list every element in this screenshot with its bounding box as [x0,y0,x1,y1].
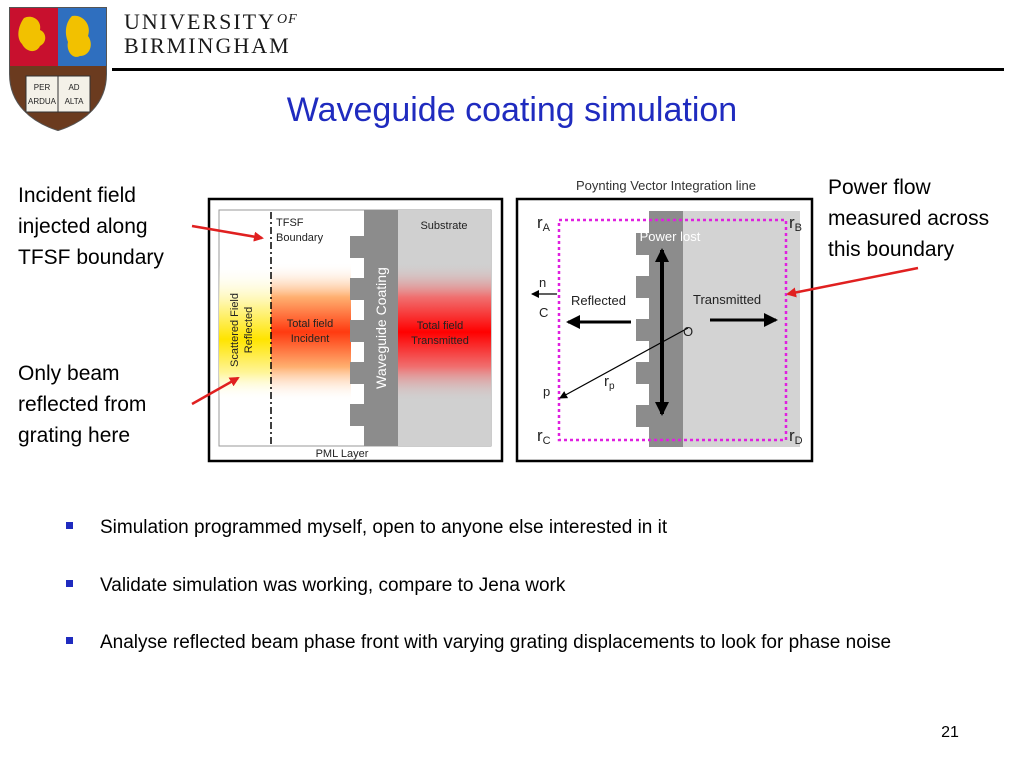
bullet-square-icon [66,637,73,644]
label-n: n [539,275,546,290]
crest-book-text-per: PER [34,83,51,92]
power-lost-label: Power lost [640,229,701,244]
label-rp: rp [604,373,615,392]
poynting-title: Poynting Vector Integration line [576,178,756,193]
note-power-flow: Power flow measured across this boundary [828,176,990,261]
note-only-beam: Only beam reflected from grating here [18,362,147,447]
label-c: C [539,305,548,320]
right-substrate-region [683,211,800,447]
total-field-incident-label-2: Incident [291,333,330,345]
only-beam-pointer-arrow [191,376,240,406]
total-field-transmitted-label-2: Transmitted [411,335,469,347]
university-name-line1: UNIVERSITYOF [124,10,298,38]
crest-book-text-ardua: ARDUA [28,97,57,106]
note-incident-field: Incident field injected along TFSF bound… [18,184,164,269]
university-crest-logo: PER AD ARDUA ALTA [9,7,107,132]
label-rC: rC [537,426,551,447]
tfsf-label-1: TFSF [276,217,304,229]
total-field-incident-region [271,262,351,402]
integration-line [557,218,788,442]
transmitted-label: Transmitted [693,292,761,307]
bullet-text: Simulation programmed myself, open to an… [100,517,668,538]
university-word: UNIVERSITY [124,9,276,34]
page-number: 21 [941,724,959,741]
header-divider [112,68,1004,71]
label-rB: rB [789,213,802,234]
label-rA: rA [537,213,551,234]
tfsf-label-2: Boundary [276,232,324,244]
label-p: p [543,384,550,399]
bullet-item: Analyse reflected beam phase front with … [66,632,946,654]
total-field-transmitted-label-1: Total field [417,320,463,332]
scattered-field-label-1: Scattered Field [229,293,241,367]
university-of: OF [277,12,298,27]
scattered-field-region [219,265,271,400]
pml-layer-label: PML Layer [316,448,369,460]
label-rD: rD [789,426,803,447]
right-grating [636,211,683,447]
reflected-label: Reflected [571,293,626,308]
left-figure-tfsf: TFSF Boundary Substrate Scattered Field … [207,197,504,463]
crest-book-text-ad: AD [68,83,79,92]
scattered-field-label-2: Reflected [243,307,255,353]
total-field-transmitted-region [398,262,491,402]
bullet-square-icon [66,580,73,587]
university-name-line2: BIRMINGHAM [124,33,291,58]
waveguide-coating-label: Waveguide Coating [373,267,389,389]
total-field-incident-label-1: Total field [287,318,333,330]
crest-book-text-alta: ALTA [65,97,84,106]
right-figure-poynting: Poynting Vector Integration line Power l… [515,178,814,463]
rp-vector-arrow [559,327,689,399]
bullet-text: Validate simulation was working, compare… [100,575,566,596]
bullet-item: Validate simulation was working, compare… [66,575,946,597]
power-flow-pointer-arrow [786,266,919,298]
substrate-label: Substrate [420,220,467,232]
waveguide-coating-grating [350,210,398,446]
label-o: O [683,324,693,339]
bullet-item: Simulation programmed myself, open to an… [66,517,946,539]
slide-title: Waveguide coating simulation [286,91,738,129]
bullet-square-icon [66,522,73,529]
incident-pointer-arrow [191,224,264,242]
bullet-text: Analyse reflected beam phase front with … [100,632,892,653]
